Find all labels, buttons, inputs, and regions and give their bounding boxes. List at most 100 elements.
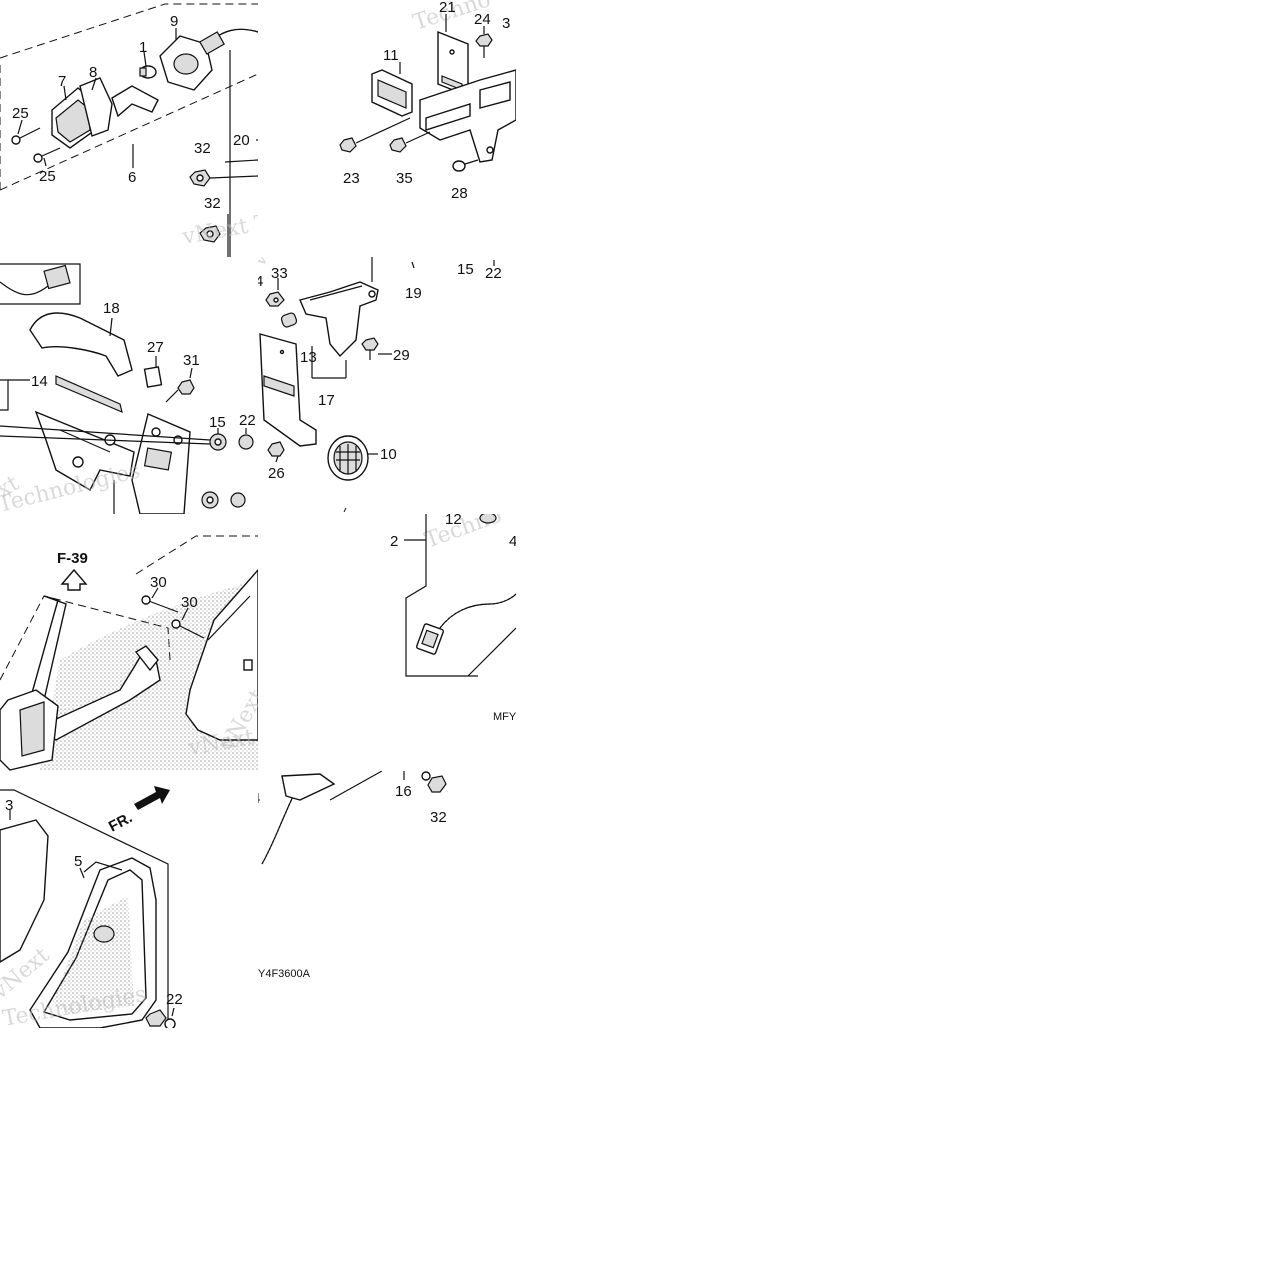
front-indicator: FR.	[106, 809, 135, 835]
harness-cable	[439, 593, 516, 629]
nut-32b	[199, 225, 221, 243]
side-cover-panel	[185, 568, 258, 741]
callout-16: 16	[395, 783, 412, 800]
callout-13: 13	[300, 349, 317, 366]
nut-22a	[238, 434, 254, 450]
callout-3: 3	[5, 797, 13, 814]
bolt-23	[339, 117, 411, 153]
watermark-1: vNext Tec	[180, 206, 295, 250]
callout-25a: 25	[12, 105, 29, 122]
callout-19: 19	[405, 285, 422, 302]
nut-32c	[421, 771, 447, 793]
callout-10: 10	[380, 446, 397, 463]
nut-22c	[145, 1009, 176, 1028]
tile-reflector-stay: vNext	[255, 257, 502, 514]
connector	[43, 264, 71, 290]
callout-30b: 30	[181, 594, 198, 611]
callout-28: 28	[451, 185, 468, 202]
callout-20: 20	[233, 132, 250, 149]
callout-3x: 3	[502, 15, 510, 32]
callout-8: 8	[89, 64, 97, 81]
stay-17	[299, 281, 379, 358]
callout-1: 1	[139, 39, 147, 56]
callout-14: 14	[31, 373, 48, 390]
bolt-30a	[141, 595, 179, 613]
reflector-11	[371, 69, 413, 117]
callout-26: 26	[268, 465, 285, 482]
callout-4c: 4	[252, 790, 260, 807]
bolt-24	[475, 33, 493, 58]
bulb	[139, 65, 157, 79]
callout-7: 7	[58, 73, 66, 90]
side-reflector-10	[327, 435, 378, 481]
nut-32a	[189, 169, 258, 187]
callout-30a: 30	[150, 574, 167, 591]
reference-code-a: MFY	[493, 711, 517, 723]
callout-6: 6	[128, 169, 136, 186]
callout-11: 11	[383, 47, 399, 64]
callout-22c: 22	[166, 991, 183, 1008]
callout-22b: 22	[485, 265, 502, 282]
callout-23: 23	[343, 170, 360, 187]
callout-33: 33	[271, 265, 288, 282]
callout-15b: 15	[457, 261, 474, 278]
clip-12	[479, 514, 497, 524]
watermark-7: Techno	[422, 503, 506, 554]
callout-32b: 32	[204, 195, 221, 212]
cover-18	[29, 312, 133, 377]
callout-17: 17	[318, 392, 335, 409]
gasket	[79, 77, 113, 137]
callout-2: 2	[390, 533, 398, 550]
nut-31	[165, 379, 195, 403]
tile-rear-mount: 18 27 31 14 15 22 xt Technologies	[0, 263, 256, 514]
collar-15b	[201, 491, 219, 509]
callout-32c: 32	[430, 809, 447, 826]
callout-25b: 25	[39, 168, 56, 185]
tail-cover-3	[0, 819, 49, 963]
connector-wire	[0, 281, 49, 296]
collar-15a	[209, 433, 227, 451]
screw-25a	[11, 127, 41, 145]
callout-35: 35	[396, 170, 413, 187]
figure-reference: F-39	[57, 550, 88, 567]
strip-14	[55, 375, 123, 414]
socket-base	[159, 35, 213, 91]
callout-5: 5	[74, 853, 82, 870]
callout-22: 22	[239, 412, 256, 429]
callout-32a: 32	[194, 140, 211, 157]
bolt-29	[361, 337, 392, 360]
callout-31: 31	[183, 352, 200, 369]
tile-lower-harness: 4 16 32 Y4F3600A	[252, 771, 447, 980]
nut-22b	[230, 492, 246, 508]
mount-bracket	[34, 410, 135, 491]
callout-21: 21	[439, 0, 456, 16]
clip-27	[143, 366, 163, 388]
callout-29: 29	[393, 347, 410, 364]
callout-27: 27	[147, 339, 164, 356]
screw-25b	[33, 147, 61, 163]
reflector-plate	[111, 85, 159, 118]
figure-reference-arrow	[60, 568, 88, 591]
callout-15: 15	[209, 414, 226, 431]
tail-lens-5	[29, 857, 157, 1028]
grommet-26	[267, 441, 285, 457]
callout-24: 24	[474, 11, 491, 28]
collar-13	[280, 312, 298, 328]
callout-4a: 4	[255, 273, 263, 290]
tile-side-cover: F-39 30 30 vNext vNext	[0, 535, 258, 771]
grommet-28	[452, 159, 479, 172]
callout-12: 12	[445, 511, 462, 528]
tile-license-light: 9 1 7 8 25 25 6 20 32 32 vNext Tec	[0, 3, 295, 257]
tile-tail-light: FR. 3 5 22 vNext Technologies	[0, 786, 183, 1028]
tile-license-bracket: Techno	[339, 0, 516, 202]
tile-wire-harness: Techno 12 2 4 MFY	[390, 503, 517, 723]
callout-4b: 4	[509, 533, 517, 550]
bolt-30b	[171, 619, 205, 639]
callout-9: 9	[170, 13, 178, 30]
front-direction-arrow: FR.	[106, 786, 170, 836]
reference-code-b: Y4F3600A	[258, 968, 311, 980]
callout-18: 18	[103, 300, 120, 317]
nut-33	[265, 291, 285, 307]
bolt-35	[389, 131, 431, 153]
